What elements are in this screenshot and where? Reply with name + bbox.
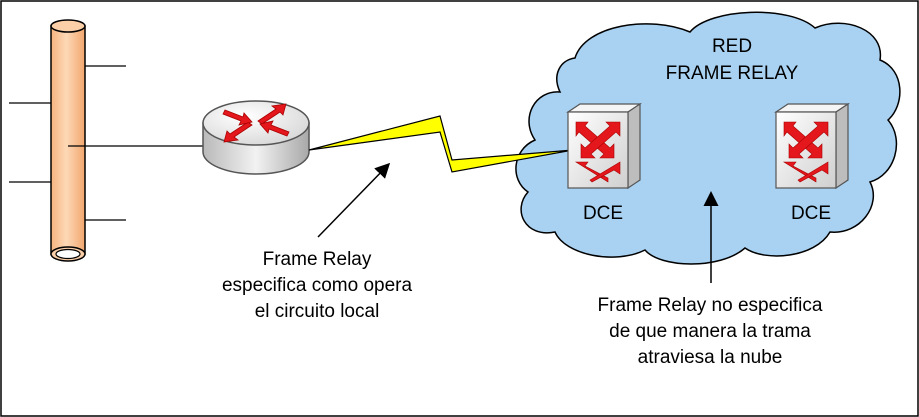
cable-body [50, 25, 86, 255]
left-annotation-line3: el circuito local [255, 301, 380, 322]
switch-icon [774, 102, 850, 190]
left-annotation-line1: Frame Relay [263, 249, 372, 270]
left-annotation-line2: especifica como opera [222, 275, 413, 296]
right-annotation-line2: de que manera la trama [609, 321, 811, 342]
frame-relay-cloud [515, 11, 901, 265]
dce-label-right: DCE [791, 203, 831, 224]
right-annotation-line1: Frame Relay no especifica [598, 295, 823, 316]
cloud-title-line1: RED [712, 36, 752, 57]
annotation-arrow-left [317, 162, 391, 238]
cable-top [50, 19, 86, 33]
cloud-title-line2: FRAME RELAY [666, 63, 799, 84]
dce-label-left: DCE [583, 203, 623, 224]
switch-icon [566, 102, 642, 190]
backbone-cable [9, 19, 205, 262]
cable-hole [55, 248, 81, 260]
router-icon [202, 100, 310, 175]
right-annotation-line3: atraviesa la nube [638, 347, 783, 368]
